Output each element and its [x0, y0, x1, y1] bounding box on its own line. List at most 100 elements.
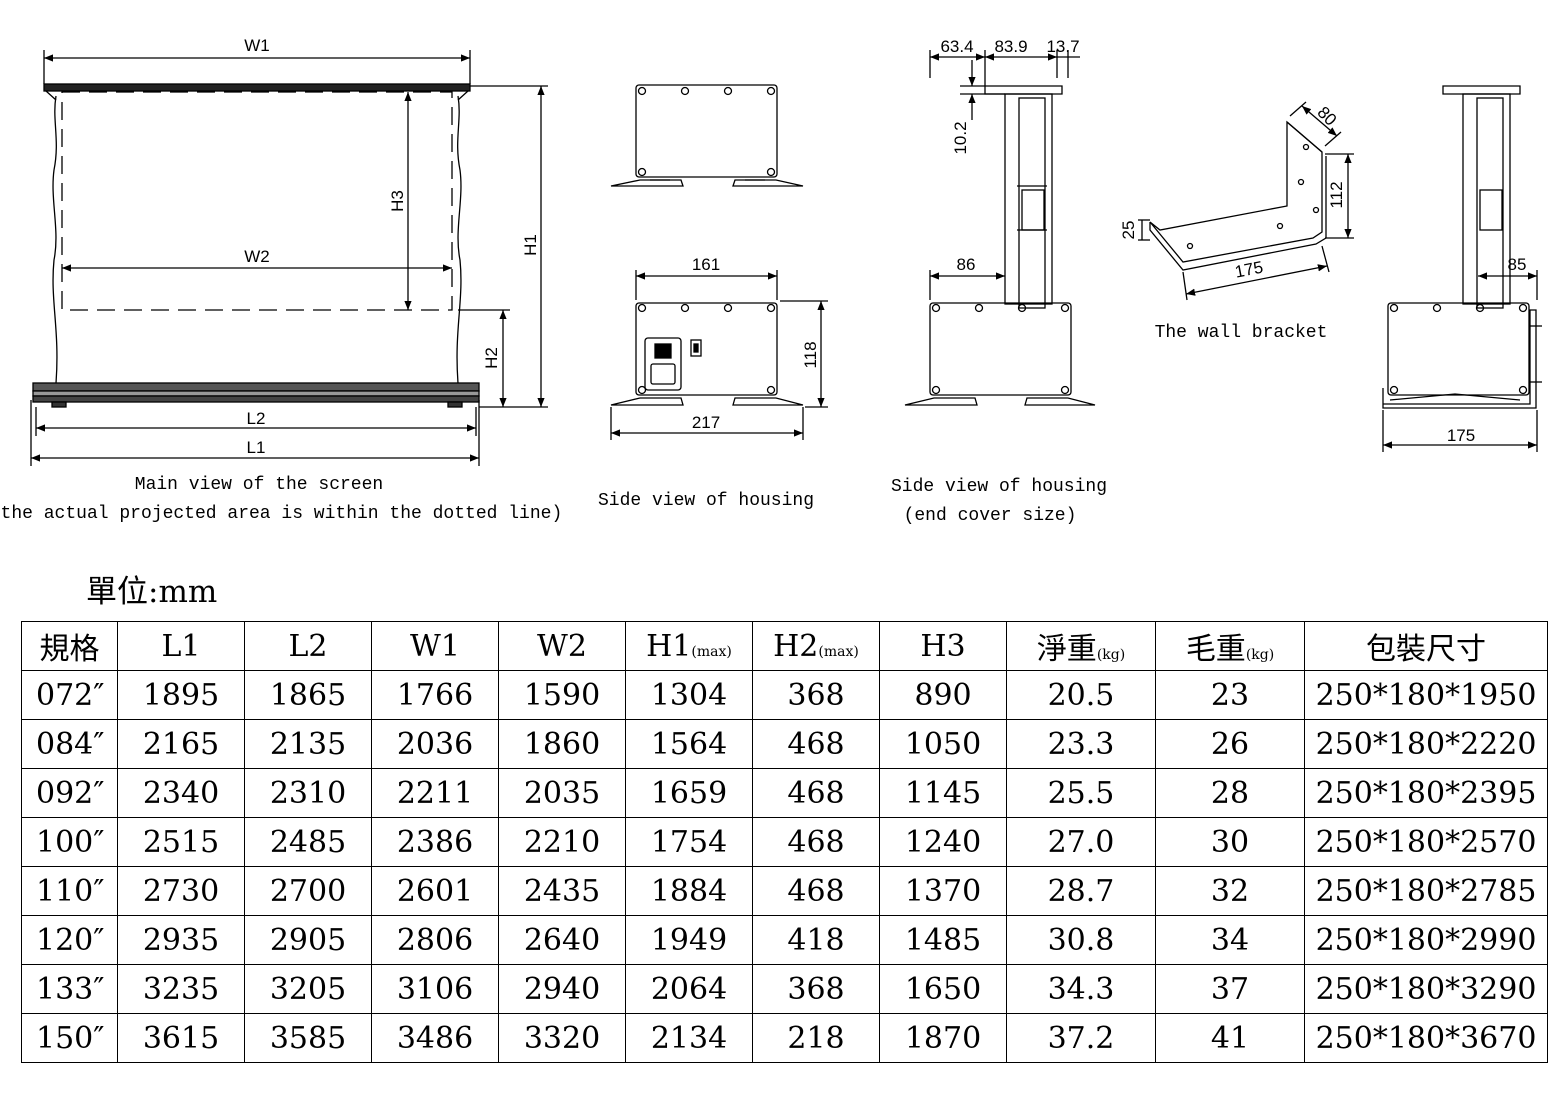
- wall-bracket-drawing: [1138, 101, 1354, 301]
- column-header-label: 毛重: [1185, 632, 1246, 667]
- table-cell: 468: [752, 866, 880, 916]
- table-cell: 2730: [117, 866, 245, 916]
- table-cell: 120″: [21, 915, 118, 965]
- wall-bracket-caption: The wall bracket: [1155, 323, 1328, 343]
- table-cell: 368: [752, 964, 880, 1014]
- table-cell: 25.5: [1006, 768, 1156, 818]
- table-cell: 41: [1155, 1013, 1305, 1063]
- dim-175-mounted: 175: [1447, 426, 1475, 445]
- table-cell: 3235: [117, 964, 245, 1014]
- table-cell: 2165: [117, 719, 245, 769]
- table-cell: 1870: [879, 1013, 1007, 1063]
- dim-175-bracket: 175: [1233, 258, 1264, 282]
- table-cell: 20.5: [1006, 670, 1156, 720]
- column-header-label: L2: [288, 628, 328, 664]
- table-cell: 110″: [21, 866, 118, 916]
- table-cell: 1895: [117, 670, 245, 720]
- table-cell: 2806: [371, 915, 499, 965]
- table-cell: 30.8: [1006, 915, 1156, 965]
- l1-label: L1: [247, 438, 266, 457]
- column-header: H3: [879, 621, 1007, 671]
- housing-side-drawing: [610, 84, 828, 440]
- column-header-unit: (max): [691, 643, 732, 660]
- table-cell: 1860: [498, 719, 626, 769]
- table-cell: 3615: [117, 1013, 245, 1063]
- column-header-unit: (max): [818, 643, 859, 660]
- table-cell: 218: [752, 1013, 880, 1063]
- table-cell: 1766: [371, 670, 499, 720]
- column-header: 淨重(kg): [1006, 621, 1156, 671]
- table-cell: 2700: [244, 866, 372, 916]
- table-cell: 2435: [498, 866, 626, 916]
- table-cell: 368: [752, 670, 880, 720]
- table-cell: 2135: [244, 719, 372, 769]
- table-cell: 2310: [244, 768, 372, 818]
- w2-label: W2: [244, 247, 270, 266]
- table-cell: 26: [1155, 719, 1305, 769]
- table-cell: 3585: [244, 1013, 372, 1063]
- h2-label: H2: [482, 347, 501, 369]
- table-cell: 37: [1155, 964, 1305, 1014]
- technical-drawings: W1 W2 H3 H1 H2 L2 L1 Main view of the sc…: [0, 36, 1542, 526]
- table-cell: 1050: [879, 719, 1007, 769]
- table-cell: 30: [1155, 817, 1305, 867]
- table-cell: 250*180*2785: [1304, 866, 1548, 916]
- dim-112: 112: [1327, 181, 1346, 208]
- table-cell: 1240: [879, 817, 1007, 867]
- housing-end-note: (end cover size): [904, 506, 1077, 526]
- table-cell: 2036: [371, 719, 499, 769]
- column-header-label: W1: [410, 628, 460, 664]
- table-cell: 072″: [21, 670, 118, 720]
- housing-side-caption: Side view of housing: [598, 491, 814, 511]
- table-cell: 250*180*1950: [1304, 670, 1548, 720]
- column-header-unit: (kg): [1245, 647, 1275, 663]
- bracket-mounted-drawing: [1382, 85, 1542, 452]
- table-cell: 468: [752, 719, 880, 769]
- table-cell: 150″: [21, 1013, 118, 1063]
- h1-label: H1: [521, 234, 540, 256]
- table-cell: 2064: [625, 964, 753, 1014]
- dim-80: 80: [1313, 103, 1340, 130]
- table-cell: 1754: [625, 817, 753, 867]
- table-cell: 100″: [21, 817, 118, 867]
- table-cell: 2515: [117, 817, 245, 867]
- table-cell: 23: [1155, 670, 1305, 720]
- table-cell: 3106: [371, 964, 499, 1014]
- table-cell: 2386: [371, 817, 499, 867]
- h3-label: H3: [388, 190, 407, 212]
- dim-118: 118: [801, 341, 820, 368]
- table-cell: 250*180*3290: [1304, 964, 1548, 1014]
- table-cell: 2601: [371, 866, 499, 916]
- dim-161: 161: [692, 255, 720, 274]
- table-cell: 468: [752, 768, 880, 818]
- dim-63-4: 63.4: [940, 37, 973, 56]
- table-cell: 1304: [625, 670, 753, 720]
- table-cell: 1949: [625, 915, 753, 965]
- table-cell: 890: [879, 670, 1007, 720]
- column-header: 毛重(kg): [1155, 621, 1305, 671]
- table-cell: 2485: [244, 817, 372, 867]
- column-header-label: W2: [537, 628, 587, 664]
- dim-85: 85: [1508, 255, 1527, 274]
- table-cell: 1564: [625, 719, 753, 769]
- table-cell: 250*180*2395: [1304, 768, 1548, 818]
- table-cell: 28.7: [1006, 866, 1156, 916]
- table-cell: 2134: [625, 1013, 753, 1063]
- column-header-label: H1: [646, 628, 692, 664]
- table-cell: 250*180*3670: [1304, 1013, 1548, 1063]
- table-cell: 1590: [498, 670, 626, 720]
- table-cell: 34: [1155, 915, 1305, 965]
- column-header: L1: [117, 621, 245, 671]
- dim-25: 25: [1119, 221, 1138, 240]
- l2-label: L2: [247, 409, 266, 428]
- dim-83-9: 83.9: [994, 37, 1027, 56]
